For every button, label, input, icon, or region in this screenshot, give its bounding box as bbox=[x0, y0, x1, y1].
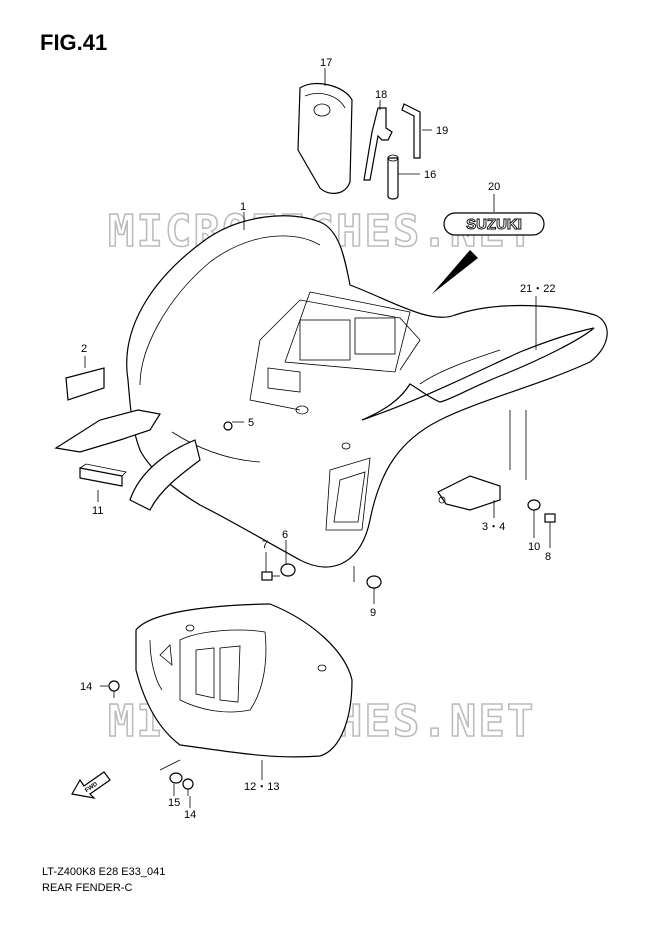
callout-17: 17 bbox=[320, 57, 332, 69]
callout-1: 1 bbox=[240, 201, 246, 213]
part-19-hex-key[interactable] bbox=[401, 103, 421, 159]
part-12-13-mud-guard[interactable] bbox=[135, 603, 353, 758]
part-10-washer[interactable] bbox=[527, 499, 541, 511]
part-3-4-bracket[interactable] bbox=[437, 475, 501, 511]
part-8-bolt[interactable] bbox=[544, 513, 556, 530]
figure-code: LT-Z400K8 E28 E33_041 bbox=[42, 866, 166, 878]
callout-11: 11 bbox=[92, 505, 103, 517]
callout-9: 9 bbox=[370, 607, 376, 619]
part-14-screw-upper[interactable] bbox=[108, 680, 120, 698]
callout-6: 6 bbox=[282, 529, 288, 541]
fwd-arrow-icon: FWD bbox=[71, 771, 111, 799]
part-15-washer[interactable] bbox=[169, 772, 183, 784]
callout-12-13: 12・13 bbox=[244, 781, 279, 793]
figure-name: REAR FENDER-C bbox=[42, 882, 133, 894]
part-16-tool[interactable] bbox=[387, 154, 399, 200]
part-1-rear-fender[interactable] bbox=[126, 215, 608, 568]
callout-5: 5 bbox=[248, 417, 254, 429]
part-20-decal[interactable]: SUZUKI bbox=[443, 212, 545, 236]
callout-2: 2 bbox=[81, 343, 87, 355]
part-21-22-stripe[interactable] bbox=[361, 327, 595, 421]
callout-7: 7 bbox=[262, 539, 268, 551]
leader-lines bbox=[84, 68, 551, 808]
fender-mount-bracket bbox=[54, 409, 201, 511]
callout-20: 20 bbox=[488, 181, 500, 193]
part-6-grommet[interactable] bbox=[280, 563, 296, 577]
part-2-pad[interactable] bbox=[65, 367, 105, 401]
callout-18: 18 bbox=[375, 89, 387, 101]
callout-14-lower: 14 bbox=[184, 809, 196, 821]
callout-8: 8 bbox=[545, 551, 551, 563]
part-17-cover[interactable] bbox=[297, 82, 353, 194]
part-5-screw[interactable] bbox=[223, 421, 233, 431]
decal-text: SUZUKI bbox=[466, 216, 522, 233]
part-7-bolt[interactable] bbox=[261, 571, 280, 581]
callout-3-4: 3・4 bbox=[482, 521, 505, 533]
decal-pointer-icon bbox=[432, 250, 478, 294]
figure-title: FIG.41 bbox=[40, 30, 108, 55]
callout-10: 10 bbox=[528, 541, 540, 553]
callout-16: 16 bbox=[424, 169, 436, 181]
part-9-nut[interactable] bbox=[366, 575, 382, 589]
callouts: 17 18 19 16 20 1 21・22 2 5 11 3・4 10 8 7… bbox=[80, 57, 555, 821]
part-14-screw-lower[interactable] bbox=[182, 778, 194, 796]
part-18-wrench[interactable] bbox=[363, 107, 393, 181]
callout-19: 19 bbox=[436, 125, 448, 137]
callout-21-22: 21・22 bbox=[520, 283, 555, 295]
callout-15: 15 bbox=[168, 797, 180, 809]
callout-14-upper: 14 bbox=[80, 681, 92, 693]
part-11-block[interactable] bbox=[79, 463, 127, 487]
